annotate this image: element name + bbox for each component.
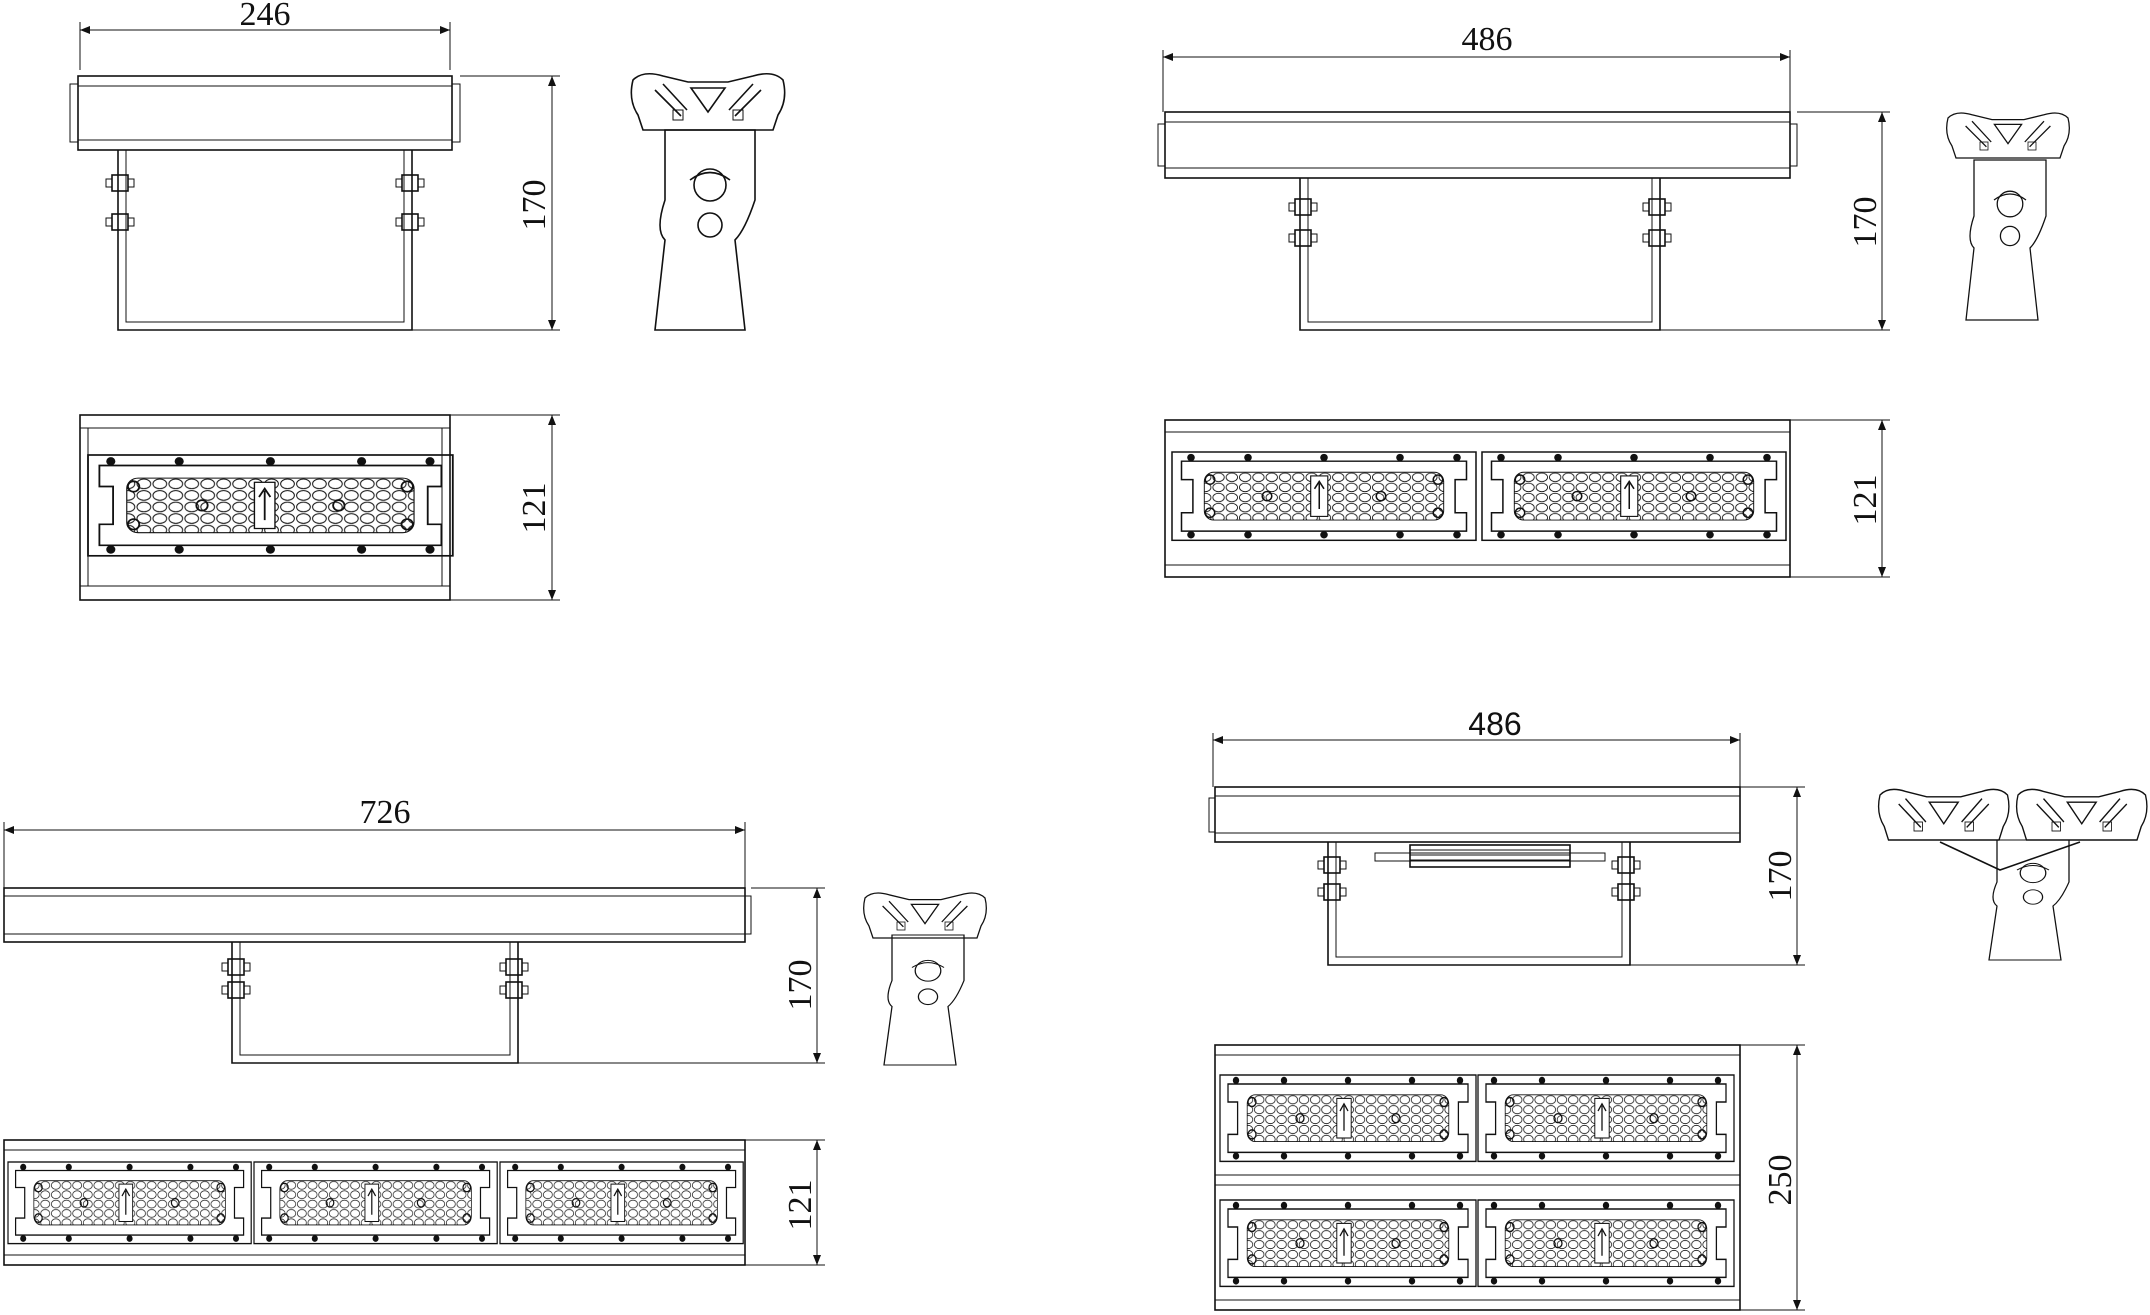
dimension-front-height-label: 250 (1762, 1155, 1799, 1206)
dimension-width-label: 726 (360, 794, 411, 831)
dimension-height-label: 170 (782, 960, 819, 1011)
view-top-right: 486 170 121 (1157, 21, 2070, 578)
dimension-front-height-label: 121 (1847, 475, 1884, 526)
dimension-height-label: 170 (516, 180, 553, 231)
view-bottom-right: 486 170 (1208, 706, 2148, 1311)
dimension-width-label: 486 (1468, 706, 1521, 742)
dimension-height-label: 170 (1847, 197, 1884, 248)
view-top-left: 246 170 121 (69, 0, 786, 601)
dimension-width-label: 246 (240, 0, 291, 33)
dimension-front-height-label: 121 (782, 1180, 819, 1231)
dimension-width-label: 486 (1462, 21, 1513, 58)
view-bottom-left: 726 170 121 (3, 794, 987, 1266)
dimension-front-height-label: 121 (516, 483, 553, 534)
dimension-height-label: 170 (1762, 851, 1799, 902)
